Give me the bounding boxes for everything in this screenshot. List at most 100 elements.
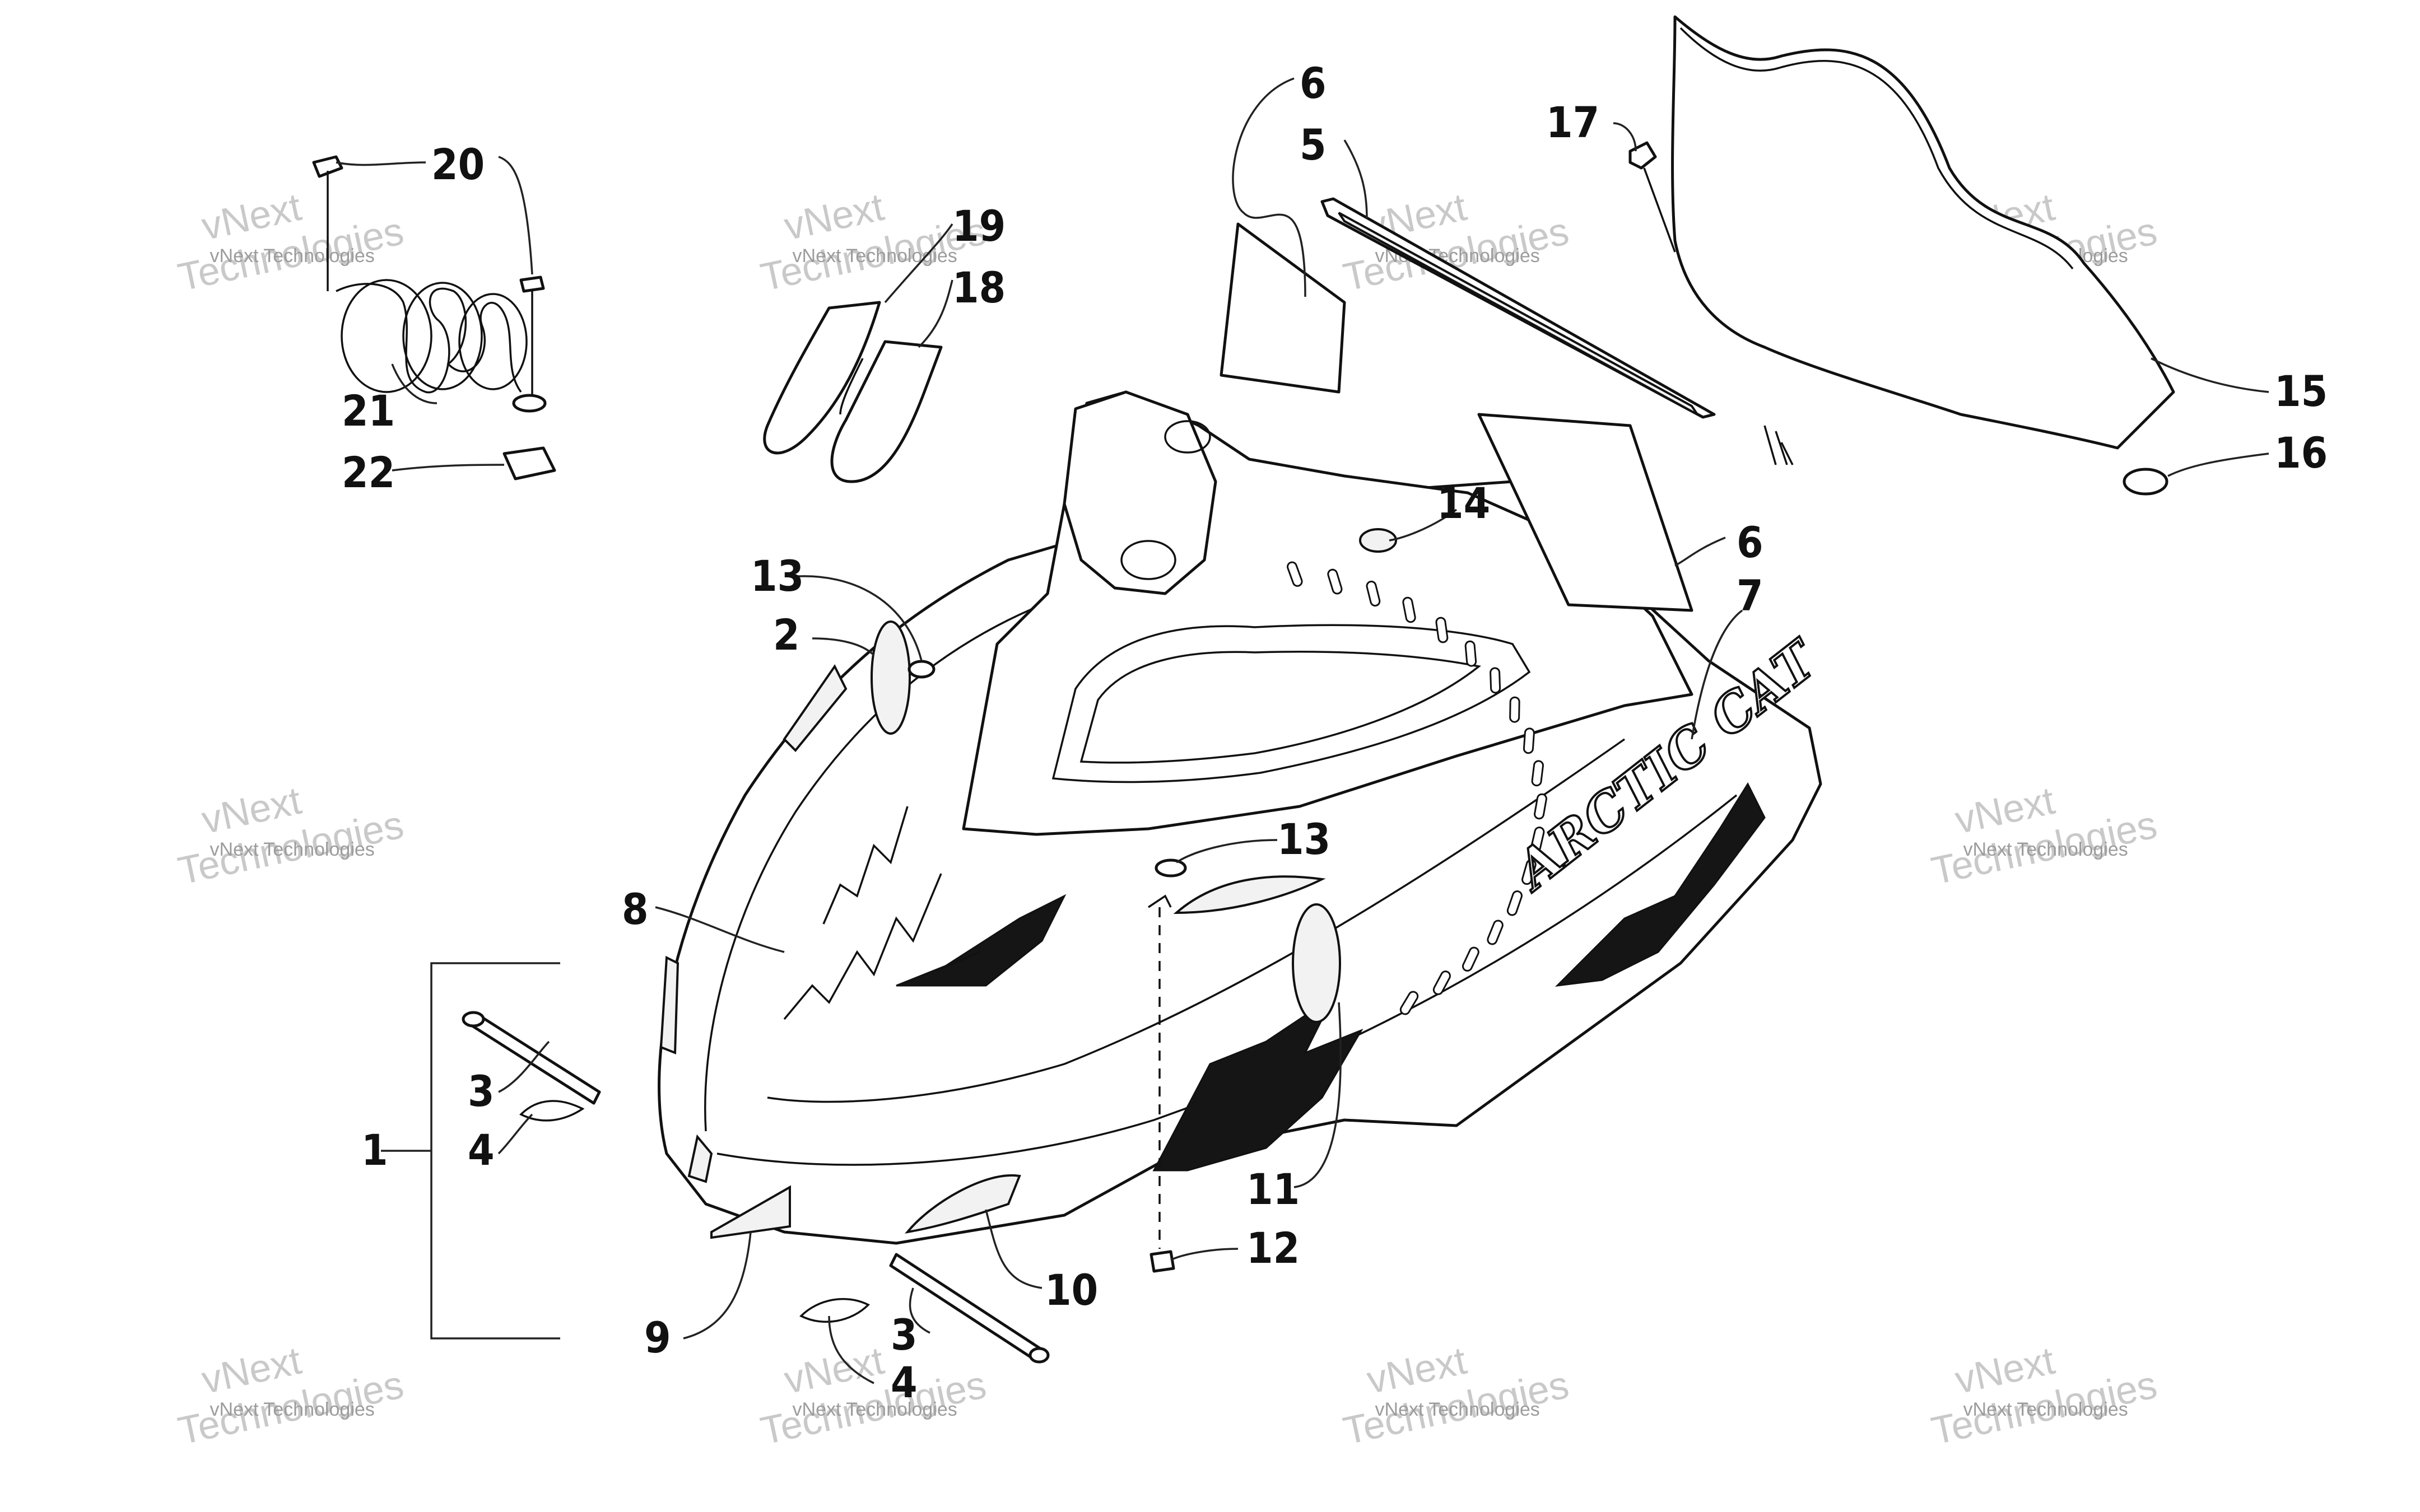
callout-15: 15 — [2274, 366, 2328, 416]
dash-vent-slot — [1402, 596, 1416, 623]
windshield-clip-lines — [1763, 425, 1794, 465]
hair-pin-upper — [519, 1100, 585, 1122]
leader-13-lower — [1176, 839, 1278, 864]
leader-12 — [1170, 1248, 1239, 1261]
tether-coil-loop-3 — [458, 293, 528, 390]
leader-lines — [336, 77, 2269, 1384]
leader-16 — [2167, 452, 2269, 477]
callout-17: 17 — [1546, 97, 1599, 147]
windshield-visor-decal-text — [1338, 212, 1698, 416]
dash-vent-slot — [1506, 890, 1523, 916]
side-decal-stripe — [1555, 782, 1766, 987]
callout-19: 19 — [952, 201, 1006, 251]
tether-screw-upper — [312, 155, 343, 178]
hole-cover-upper — [908, 660, 936, 679]
callout-9: 9 — [644, 1313, 671, 1362]
left-side-vent-upper — [871, 620, 911, 735]
trim-panel-detail — [839, 358, 864, 415]
leader-5 — [1343, 139, 1368, 219]
hinge-pin-upper-head — [462, 1011, 485, 1028]
dash-vent-slot — [1462, 946, 1479, 972]
leader-19 — [884, 223, 953, 304]
callout-20: 20 — [431, 139, 485, 189]
gauge-hole — [1120, 540, 1176, 580]
callout-1: 1 — [361, 1125, 388, 1175]
leader-6-top — [1232, 77, 1306, 297]
leader-21 — [391, 363, 438, 404]
hair-pin-lower — [799, 1298, 870, 1323]
callout-12: 12 — [1246, 1223, 1300, 1273]
dash-vent-slot — [1287, 561, 1303, 587]
callout-13-upper: 13 — [751, 551, 804, 601]
hole-cover-lower — [1155, 858, 1187, 878]
leader-13-upper — [789, 575, 923, 661]
dash-vent-slot — [1530, 827, 1545, 853]
gauge-hole-upper — [1164, 420, 1211, 454]
left-side-vent-strip — [783, 664, 848, 752]
callout-5: 5 — [1300, 120, 1327, 170]
tether-coil-loop-2 — [402, 282, 483, 390]
callout-2: 2 — [773, 610, 800, 660]
dash-vent-slot — [1534, 793, 1547, 820]
right-side-vent — [1292, 903, 1341, 1023]
leader-9 — [683, 1231, 752, 1340]
screw-axis — [1643, 167, 1676, 253]
dash-vent-slot — [1435, 617, 1449, 643]
windshield-visor-decal — [1320, 197, 1716, 419]
dash-opening-inner — [1079, 650, 1482, 764]
callout-6-right: 6 — [1737, 517, 1763, 567]
callout-14: 14 — [1437, 478, 1490, 528]
leader-10 — [985, 1209, 1043, 1289]
windshield-screw — [1628, 141, 1657, 170]
front-lower-grille — [905, 1174, 1021, 1234]
windshield-decal-left — [1220, 222, 1346, 394]
leader-6-right — [1674, 536, 1726, 567]
tether-screw-lower — [519, 276, 545, 293]
callout-4-upper: 4 — [468, 1125, 495, 1175]
watermark-full: vNext Technologies — [210, 245, 375, 267]
callout-6-top: 6 — [1300, 58, 1327, 108]
windshield-decal-right — [1477, 413, 1693, 612]
leader-15 — [2151, 357, 2269, 393]
leader-4-lower — [828, 1315, 874, 1384]
dash-vent-slot — [1523, 727, 1535, 754]
leader-7 — [1691, 609, 1743, 740]
tether-assembly — [312, 155, 556, 480]
front-nose-grille — [687, 1134, 713, 1183]
tether-coil — [336, 283, 522, 394]
side-decal-stripe-2 — [896, 894, 1067, 987]
dash-vent-slot — [1366, 580, 1381, 607]
leader-20-lower — [498, 156, 533, 275]
hinge-pin-lower-head — [1028, 1347, 1050, 1364]
leader-17 — [1613, 122, 1637, 152]
callout-3-lower: 3 — [891, 1310, 918, 1360]
watermark-full: vNext Technologies — [210, 1399, 375, 1420]
hood-assembly: ARCTIC CAT — [658, 390, 1832, 1245]
hood-inner-edge — [704, 604, 1043, 1132]
clip-axis-arrow — [1148, 894, 1172, 908]
leader-11 — [1293, 1002, 1342, 1188]
leader-22 — [392, 464, 505, 472]
hood-decal-tear-2 — [822, 806, 909, 925]
leader-3-lower — [909, 1287, 930, 1334]
windshield-edge — [1679, 27, 2074, 270]
leader-18 — [918, 279, 953, 348]
trim-panel-19 — [763, 301, 881, 455]
tether-eyelet — [512, 394, 547, 413]
dash-vent-slot — [1432, 970, 1451, 995]
hood-top-grille — [1173, 875, 1326, 914]
retainer-clip — [1150, 1250, 1175, 1273]
callout-11: 11 — [1246, 1164, 1300, 1214]
grommet — [2123, 468, 2168, 496]
watermark-full: vNext Technologies — [1963, 1399, 2128, 1420]
leader-20-upper — [336, 161, 426, 166]
leader-4-upper — [497, 1113, 533, 1155]
dash-vent-slot — [1487, 920, 1504, 945]
